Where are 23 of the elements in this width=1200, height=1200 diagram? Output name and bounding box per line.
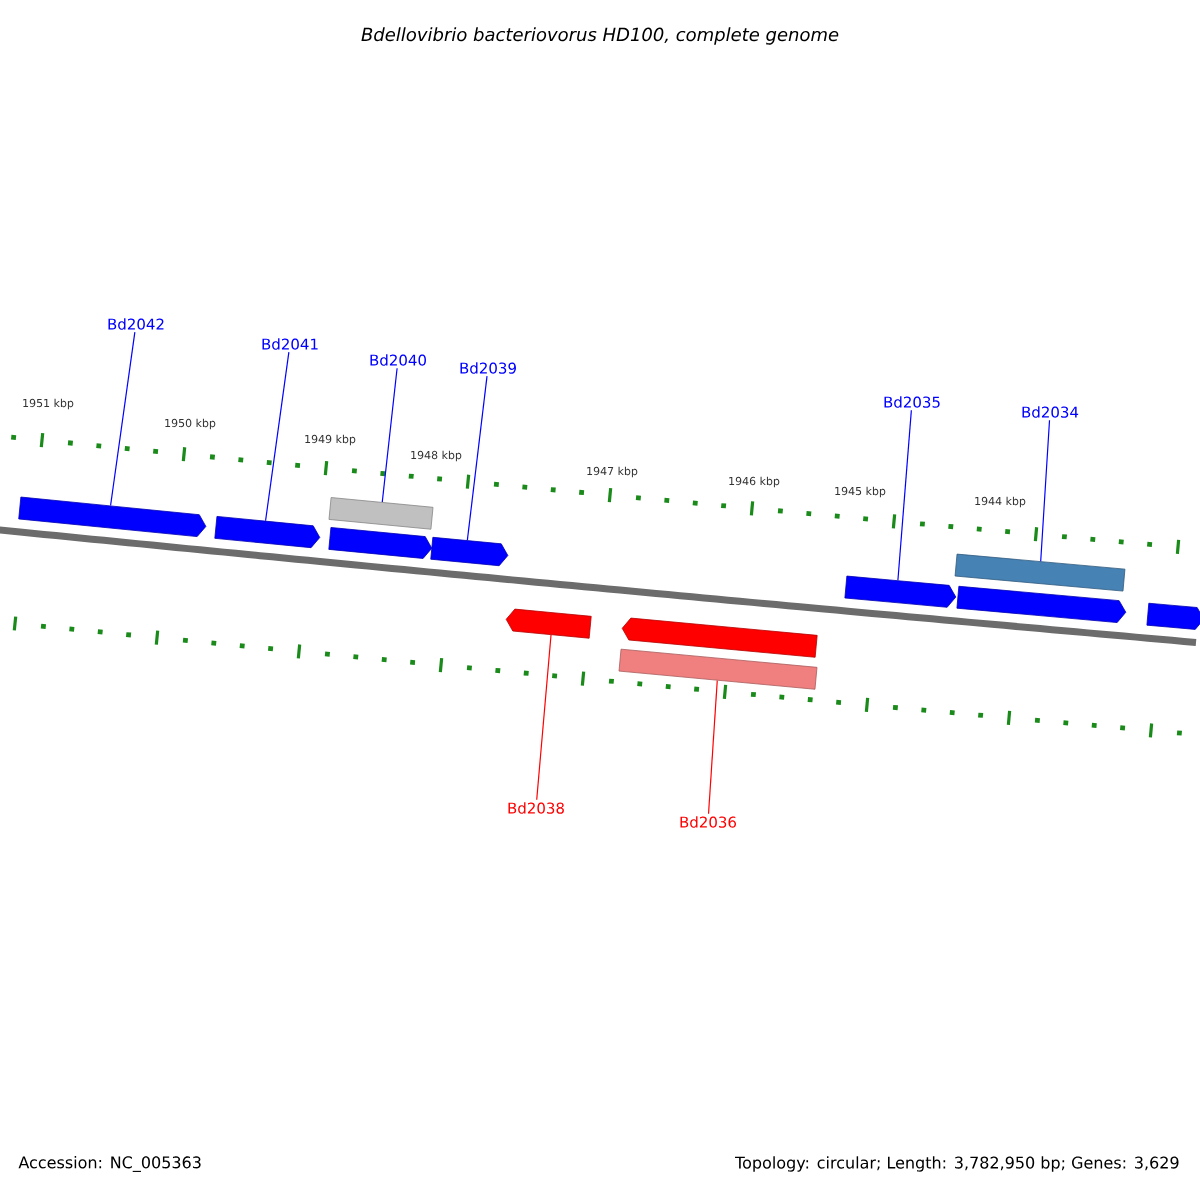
gene-bar <box>328 497 434 530</box>
leader-line <box>110 331 136 507</box>
gene-block <box>328 527 433 559</box>
gene-block <box>18 496 207 537</box>
leader-line <box>536 634 552 801</box>
leader-line <box>1040 419 1051 562</box>
leader-line <box>897 409 912 581</box>
leader-line <box>707 680 718 815</box>
gene-bar <box>954 553 1126 592</box>
genome-info-text: Topology: circular; Length: 3,782,950 bp; Genes: 3,629 <box>735 1156 1179 1172</box>
leader-line <box>466 375 488 541</box>
leader-line <box>381 367 398 503</box>
gene-bar <box>618 648 818 690</box>
gene-block <box>844 575 957 608</box>
leader-line <box>264 351 290 522</box>
gene-block <box>621 617 818 658</box>
gene-block <box>430 536 509 567</box>
gene-block <box>505 608 592 639</box>
title: Bdellovibrio bacteriovorus HD100, complete genome <box>361 27 839 45</box>
accession-text: Accession: NC_005363 <box>18 1156 201 1172</box>
gene-block <box>214 516 321 549</box>
gene-block <box>956 585 1127 623</box>
gene-block <box>1146 602 1200 630</box>
